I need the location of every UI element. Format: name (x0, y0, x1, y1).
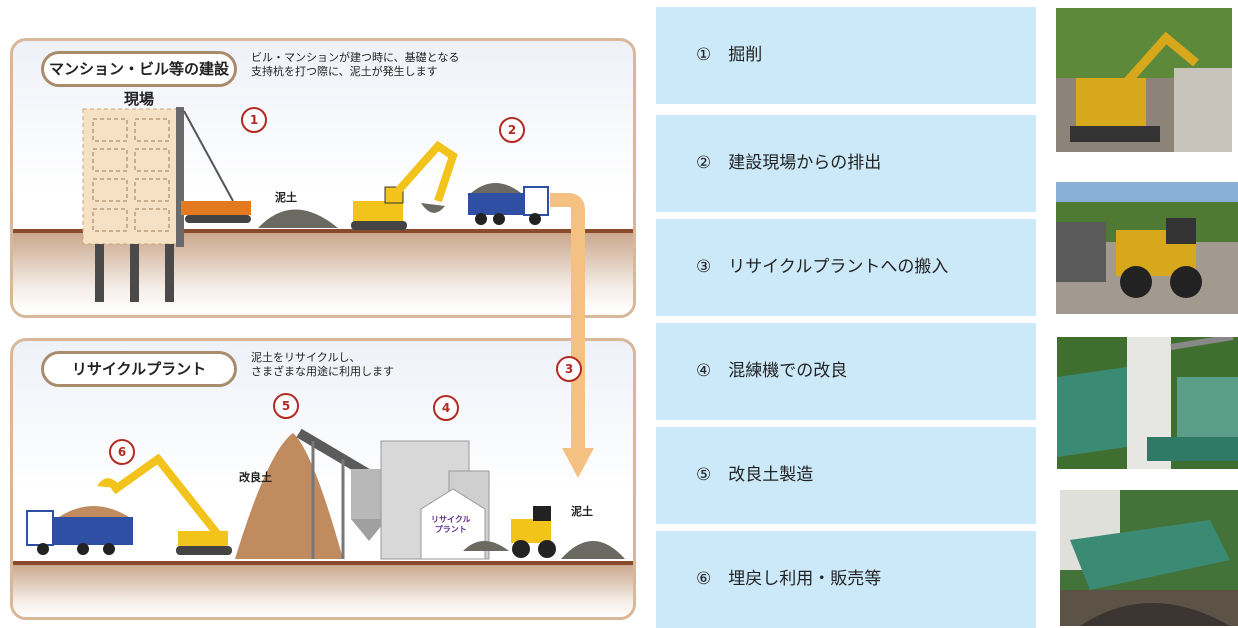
pile-driver-mast (176, 107, 184, 247)
step-3-label: ③ リサイクルプラントへの搬入 (696, 257, 949, 277)
step-6-panel: ⑥ 埋戻し利用・販売等 (656, 531, 1036, 628)
excavator-arm (110, 453, 227, 544)
marker-6: 6 (109, 439, 135, 465)
construction-site-title: マンション・ビル等の建設現場 (41, 51, 237, 108)
marker-4: 4 (433, 395, 459, 421)
improved-soil-label: 改良土 (239, 471, 272, 484)
dump-truck-bed (468, 193, 524, 215)
marker-3: 3 (556, 356, 582, 382)
foundation-pile (165, 244, 174, 302)
step-4-label: ④ 混練機での改良 (696, 361, 848, 381)
mud-pile (258, 209, 338, 228)
recycling-plant-panel: リサイクルプラント 泥土をリサイクルし、 さまざまな用途に利用します (10, 338, 636, 620)
step-2-panel: ② 建設現場からの排出 (656, 115, 1036, 212)
step-2-label: ② 建設現場からの排出 (696, 153, 882, 173)
discharge-photo (1056, 182, 1238, 314)
excavator-body (178, 531, 228, 547)
mixer-photo (1057, 337, 1238, 469)
ground-line (13, 229, 633, 233)
ground-line (13, 561, 633, 565)
dump-truck-cab (523, 186, 549, 216)
excavation-photo (1056, 8, 1232, 152)
plant-sign: リサイクル プラント (431, 515, 471, 534)
marker-2: 2 (499, 117, 525, 143)
foundation-pile (95, 244, 104, 302)
pile-driver-machine (181, 201, 251, 215)
step-5-label: ⑤ 改良土製造 (696, 465, 814, 485)
marker-5: 5 (273, 393, 299, 419)
step-6-label: ⑥ 埋戻し利用・販売等 (696, 569, 882, 589)
excavator-body (353, 201, 403, 223)
improved-soil-photo (1060, 490, 1238, 626)
construction-site-illustration (82, 107, 549, 302)
wheel-loader (511, 519, 551, 543)
mud-label: 泥土 (571, 505, 593, 518)
building-frame (82, 108, 182, 245)
improved-soil-pile (235, 433, 343, 559)
construction-site-description: ビル・マンションが建つ時に、基礎となる 支持杭を打つ際に、泥土が発生します (251, 51, 460, 78)
recycling-plant-illustration (26, 428, 625, 560)
step-1-label: ① 掘削 (696, 45, 763, 65)
dump-truck-cab (26, 510, 54, 546)
step-3-panel: ③ リサイクルプラントへの搬入 (656, 219, 1036, 316)
recycling-plant-description: 泥土をリサイクルし、 さまざまな用途に利用します (251, 351, 394, 378)
step-4-panel: ④ 混練機での改良 (656, 323, 1036, 420)
step-5-panel: ⑤ 改良土製造 (656, 427, 1036, 524)
soil-layer (13, 563, 633, 617)
marker-1: 1 (241, 107, 267, 133)
foundation-pile (130, 244, 139, 302)
mud-pile (561, 541, 625, 559)
recycling-plant-title: リサイクルプラント (41, 351, 237, 387)
step-1-panel: ① 掘削 (656, 7, 1036, 104)
mud-label: 泥土 (275, 191, 297, 204)
dump-truck-bed (53, 517, 133, 545)
construction-site-panel: マンション・ビル等の建設現場 ビル・マンションが建つ時に、基礎となる 支持杭を打… (10, 38, 636, 318)
